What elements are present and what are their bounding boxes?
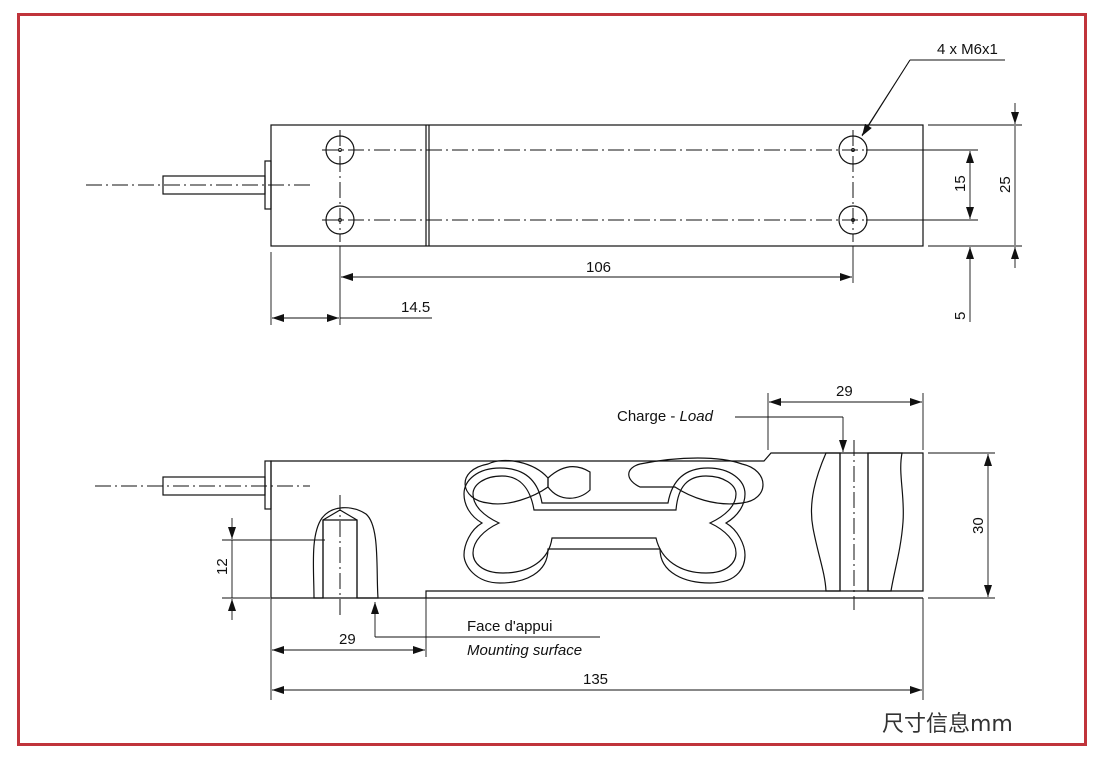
side-body-outline: [270, 452, 924, 599]
units-note: 尺寸信息mm: [882, 712, 1013, 737]
mounting-hole-icon: [325, 135, 355, 165]
top-cable: [86, 160, 310, 210]
dim-135-label: 135: [583, 671, 608, 688]
flexure-cutout: [463, 467, 746, 584]
dim-29-top-label: 29: [836, 383, 853, 400]
dim-29-bottom-label: 29: [339, 631, 356, 648]
dim-12-label: 12: [214, 558, 231, 575]
dim-14-5-label: 14.5: [401, 299, 430, 316]
dim-30-label: 30: [970, 517, 987, 534]
load-label: Charge - Load: [617, 408, 714, 425]
drawing-frame: [17, 13, 1087, 746]
side-cable: [95, 460, 310, 510]
mounting-hole-icon: [325, 205, 355, 235]
mount-label-fr: Face d'appui: [467, 618, 552, 635]
top-body-outline: [270, 124, 924, 247]
thread-callout: 4 x M6x1: [937, 41, 998, 58]
mount-label-en: Mounting surface: [467, 642, 582, 659]
dim-106-label: 106: [586, 259, 611, 276]
dim-25-label: 25: [997, 176, 1014, 193]
dim-5-label: 5: [952, 312, 969, 320]
top-view: 4 x M6x1 106 14.5 25 15 5: [86, 41, 1022, 325]
dim-15-label: 15: [952, 175, 969, 192]
side-view: Charge - Load 29 30 12 29 Face d'appui M…: [95, 383, 995, 700]
